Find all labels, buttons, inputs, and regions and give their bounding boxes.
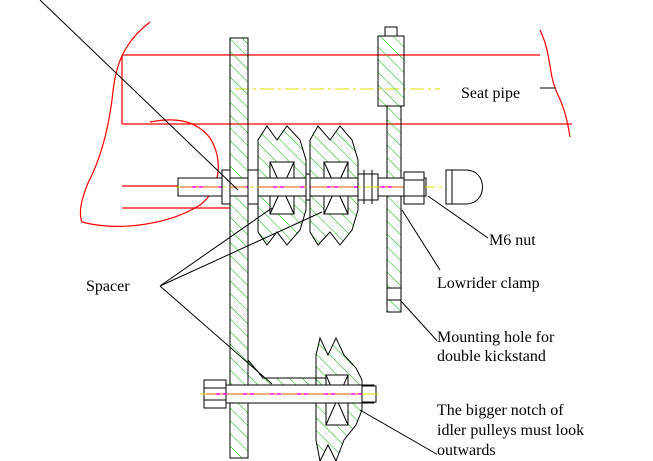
label-notch-line3: outwards [437, 441, 496, 460]
label-seat-pipe: Seat pipe [461, 84, 521, 103]
label-spacer: Spacer [86, 277, 130, 296]
leader-lines [39, 0, 556, 457]
m6-nut [403, 171, 425, 205]
label-mounting-hole-line1: Mounting hole for [437, 328, 555, 347]
label-m6-nut: M6 nut [489, 231, 536, 250]
label-lowrider-clamp: Lowrider clamp [437, 274, 540, 293]
acorn-cap-nut [445, 169, 483, 205]
label-notch-line1: The bigger notch of [437, 401, 564, 420]
label-mounting-hole-line2: double kickstand [437, 347, 546, 366]
label-notch-line2: idler pulleys must look [437, 421, 585, 440]
lowrider-clamp [377, 26, 405, 313]
